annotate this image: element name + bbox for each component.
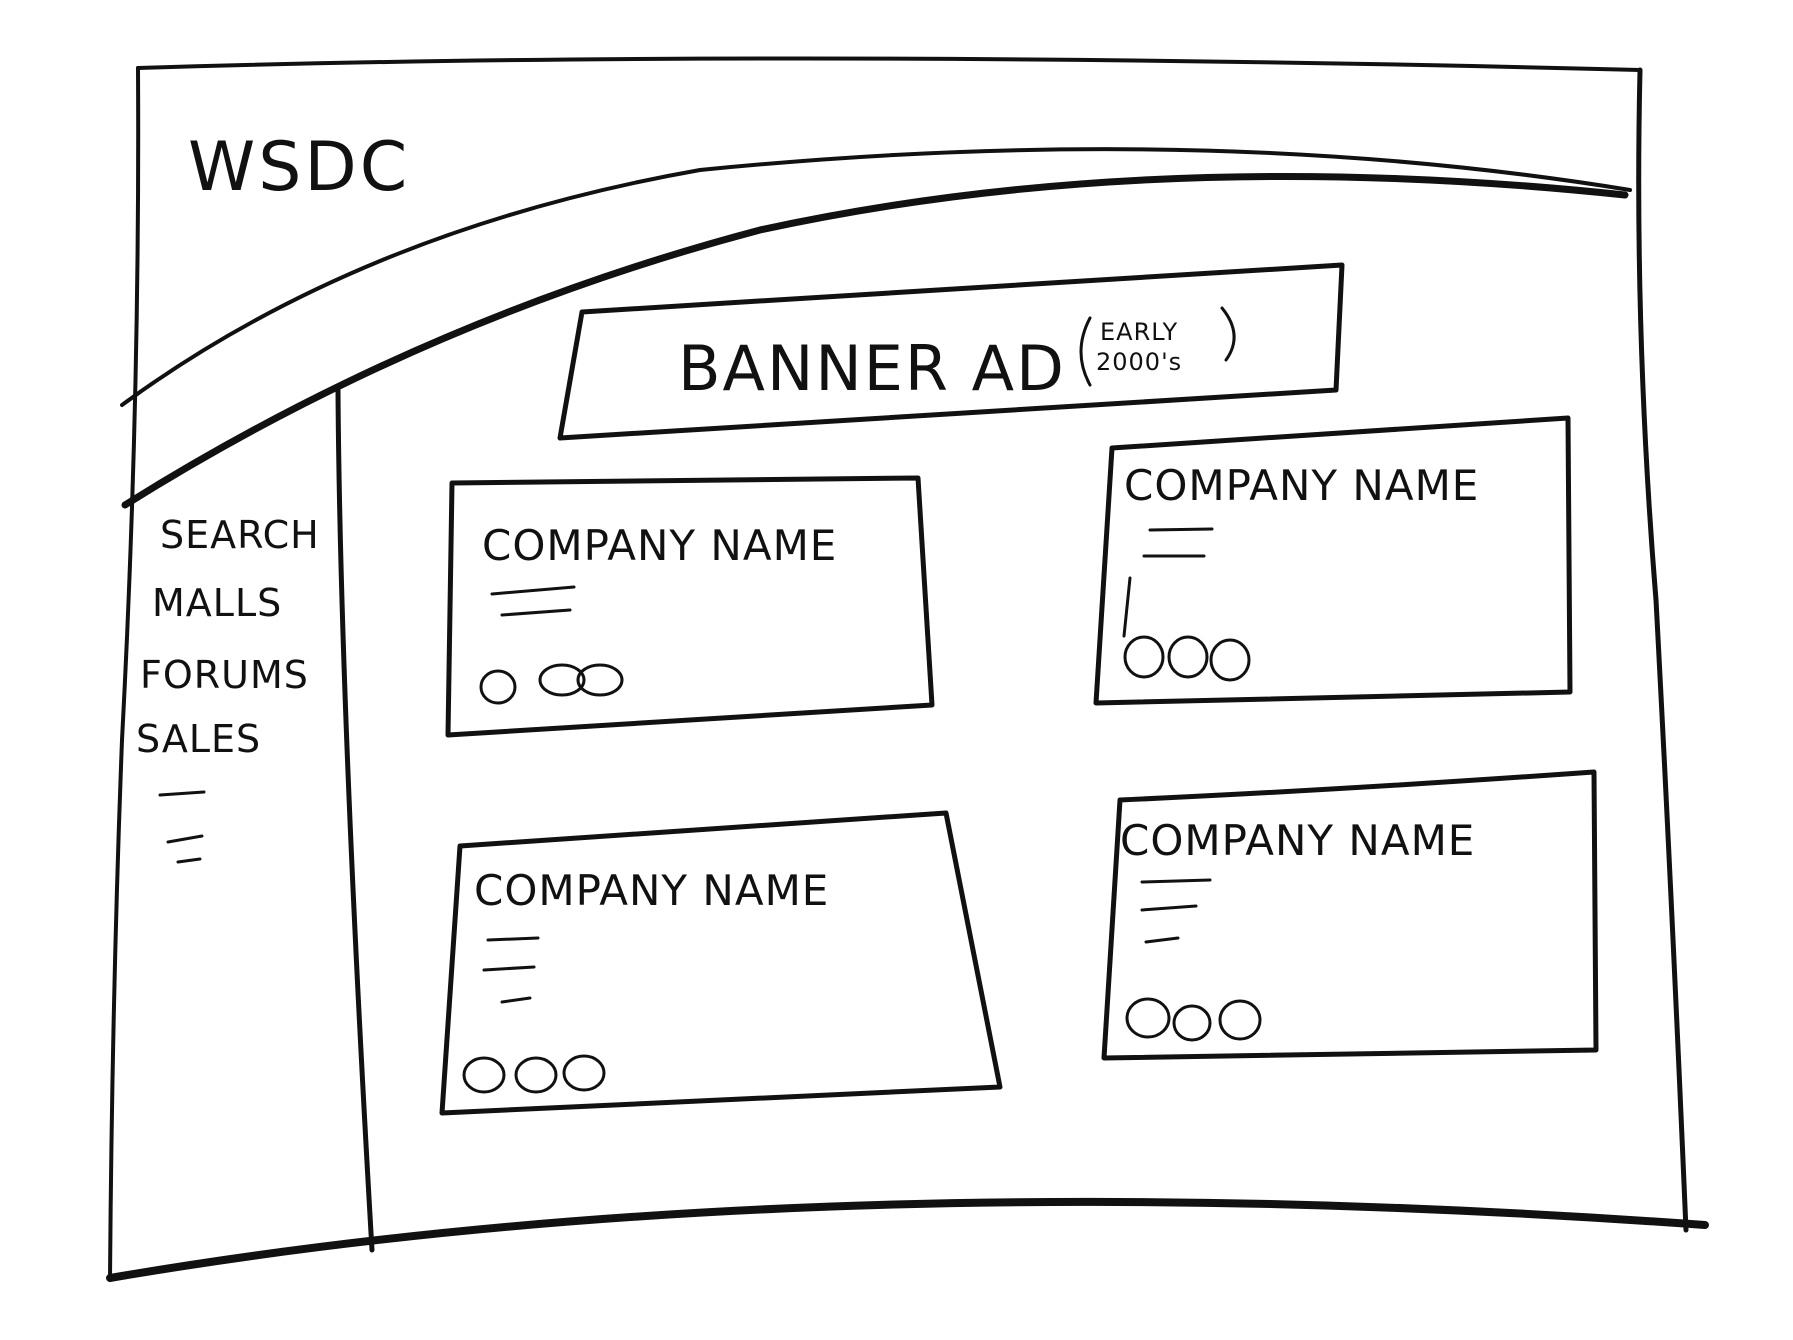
sidebar-item-sales[interactable]: SALES <box>136 717 261 761</box>
sidebar-placeholder-line <box>166 834 204 844</box>
company-name: COMPANY NAME <box>474 866 829 915</box>
page-frame <box>106 56 1709 1282</box>
rating-dot <box>1172 1004 1212 1042</box>
header-bar <box>120 147 1632 509</box>
placeholder-line <box>500 608 572 617</box>
rating-dot <box>1123 635 1165 679</box>
sidebar-divider <box>335 387 375 1253</box>
sidebar-item-forums[interactable]: FORUMS <box>140 653 309 697</box>
sidebar-nav: SEARCH MALLS FORUMS SALES <box>136 513 320 864</box>
rating-dot <box>462 1056 506 1094</box>
banner-ad[interactable]: BANNER AD EARLY 2000's <box>557 262 1345 441</box>
placeholder-line <box>1148 527 1214 532</box>
rating-dot <box>1167 635 1209 679</box>
placeholder-line <box>1122 576 1132 638</box>
company-name: COMPANY NAME <box>1124 461 1479 510</box>
placeholder-line <box>1144 936 1180 944</box>
company-name: COMPANY NAME <box>1120 816 1475 865</box>
placeholder-line <box>1140 878 1212 884</box>
placeholder-line <box>482 965 536 972</box>
company-card[interactable]: COMPANY NAME <box>1093 415 1573 706</box>
sidebar-placeholder-line <box>158 790 206 797</box>
rating-dot <box>1125 997 1171 1039</box>
company-card[interactable]: COMPANY NAME <box>445 475 935 738</box>
company-card[interactable]: COMPANY NAME <box>439 810 1003 1116</box>
banner-note-line2: 2000's <box>1096 348 1182 376</box>
sidebar-placeholder-line <box>176 857 202 864</box>
rating-dot <box>514 1056 558 1094</box>
placeholder-line <box>486 936 540 942</box>
placeholder-line <box>490 585 576 596</box>
sidebar-item-malls[interactable]: MALLS <box>152 581 282 625</box>
rating-dot <box>538 663 586 697</box>
site-logo[interactable]: WSDC <box>188 128 410 207</box>
banner-ad-label: BANNER AD <box>678 332 1066 405</box>
company-name: COMPANY NAME <box>482 521 837 570</box>
banner-note-paren-right <box>1220 306 1236 362</box>
placeholder-line <box>500 996 532 1004</box>
sidebar-item-search[interactable]: SEARCH <box>160 513 320 557</box>
company-card[interactable]: COMPANY NAME <box>1101 769 1599 1061</box>
rating-dot <box>562 1054 606 1092</box>
banner-note-line1: EARLY <box>1100 318 1178 346</box>
rating-dot <box>479 669 517 705</box>
placeholder-line <box>1140 904 1198 912</box>
banner-note-paren-left <box>1079 316 1092 387</box>
rating-dot <box>1218 999 1262 1041</box>
rating-dot <box>576 663 624 697</box>
rating-dot <box>1209 638 1251 682</box>
